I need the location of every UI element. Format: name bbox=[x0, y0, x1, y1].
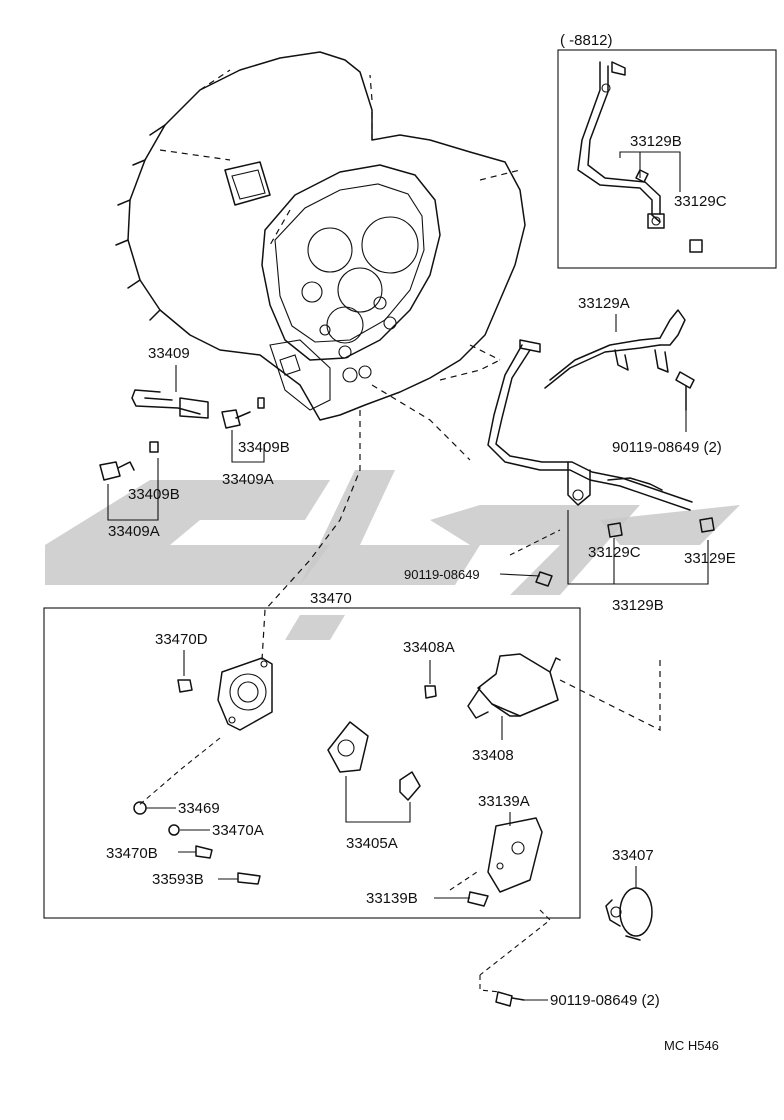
label-33470B: 33470B bbox=[106, 845, 158, 862]
label-33139B: 33139B bbox=[366, 890, 418, 907]
transmission-case-drawing bbox=[115, 51, 526, 461]
gasket-ring-icon bbox=[168, 824, 180, 836]
cover-plate-icon bbox=[487, 817, 543, 893]
tube-assembly-drawing bbox=[487, 309, 715, 538]
label-33129E: 33129E bbox=[684, 550, 736, 567]
label-33139A: 33139A bbox=[478, 793, 530, 810]
label-33408A: 33408A bbox=[403, 639, 455, 656]
gear-icon bbox=[605, 887, 653, 941]
union-fitting-icon bbox=[99, 389, 265, 481]
label-33129B-inset: 33129B bbox=[630, 133, 682, 150]
label-33409A-1: 33409A bbox=[222, 471, 274, 488]
label-33129A: 33129A bbox=[578, 295, 630, 312]
label-33129C-inset: 33129C bbox=[674, 193, 727, 210]
watermark-logo bbox=[45, 470, 740, 640]
label-33407: 33407 bbox=[612, 847, 654, 864]
bore-circle-2 bbox=[361, 216, 419, 274]
label-33469: 33469 bbox=[178, 800, 220, 817]
label-33409: 33409 bbox=[148, 345, 190, 362]
label-90119-08649: 90119-08649 bbox=[404, 567, 480, 582]
bolt-icon bbox=[495, 991, 525, 1007]
inset-tube-drawing bbox=[577, 61, 703, 253]
bolt-icon bbox=[675, 371, 695, 411]
bore-circle-4 bbox=[301, 281, 323, 303]
label-33470A: 33470A bbox=[212, 822, 264, 839]
inset-frame bbox=[557, 49, 777, 269]
oil-pump-icon bbox=[217, 657, 273, 731]
label-90119-08649-2-bottom: 90119-08649 (2) bbox=[550, 992, 660, 1009]
bore-circle-3 bbox=[337, 267, 383, 313]
label-33470: 33470 bbox=[310, 590, 352, 607]
bore-circle-1 bbox=[307, 227, 353, 273]
bolt-icon bbox=[399, 771, 421, 801]
gear-icon-pump-drive bbox=[327, 721, 369, 773]
diagram-code: MC H546 bbox=[664, 1038, 719, 1053]
oil-pump-frame bbox=[43, 607, 581, 919]
label-33593B: 33593B bbox=[152, 871, 204, 888]
bore-circle-5 bbox=[326, 306, 364, 344]
label-33129B: 33129B bbox=[612, 597, 664, 614]
label-33405A: 33405A bbox=[346, 835, 398, 852]
label-33409B-2: 33409B bbox=[128, 486, 180, 503]
label-33409A-2: 33409A bbox=[108, 523, 160, 540]
inset-panel: ( -8812) 33129B 33129C bbox=[557, 32, 777, 269]
label-33470D: 33470D bbox=[155, 631, 208, 648]
label-33408: 33408 bbox=[472, 747, 514, 764]
inset-range-label: ( -8812) bbox=[560, 32, 613, 49]
strainer-icon bbox=[467, 653, 561, 719]
label-90119-08649-2-top: 90119-08649 (2) bbox=[612, 439, 722, 456]
